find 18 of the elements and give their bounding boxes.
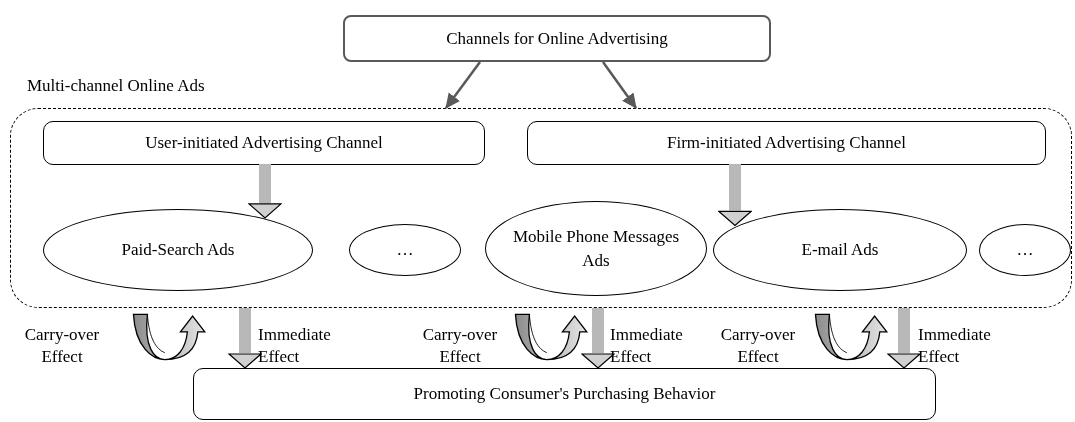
edge-label: Immediate Effect [258, 324, 332, 368]
ad-type-ellipse: … [349, 224, 461, 276]
ad-type-ellipse: Mobile Phone Messages Ads [485, 201, 707, 296]
ad-type-ellipse: Paid-Search Ads [43, 209, 313, 291]
ad-type-ellipse: … [979, 224, 1071, 276]
effect-label: Carry-over Effect [421, 324, 499, 368]
process-box: User-initiated Advertising Channel [43, 121, 485, 165]
ad-type-ellipse: E-mail Ads [713, 209, 967, 291]
process-box: Firm-initiated Advertising Channel [527, 121, 1046, 165]
group-heading: Multi-channel Online Ads [27, 75, 205, 97]
edge-label: Immediate Effect [918, 324, 992, 368]
effect-label: Carry-over Effect [23, 324, 101, 368]
process-box: Promoting Consumer's Purchasing Behavior [193, 368, 936, 420]
process-box: Channels for Online Advertising [343, 15, 771, 62]
edge-label: Immediate Effect [610, 324, 684, 368]
effect-label: Carry-over Effect [719, 324, 797, 368]
arrow [445, 61, 481, 109]
arrow [602, 61, 637, 109]
